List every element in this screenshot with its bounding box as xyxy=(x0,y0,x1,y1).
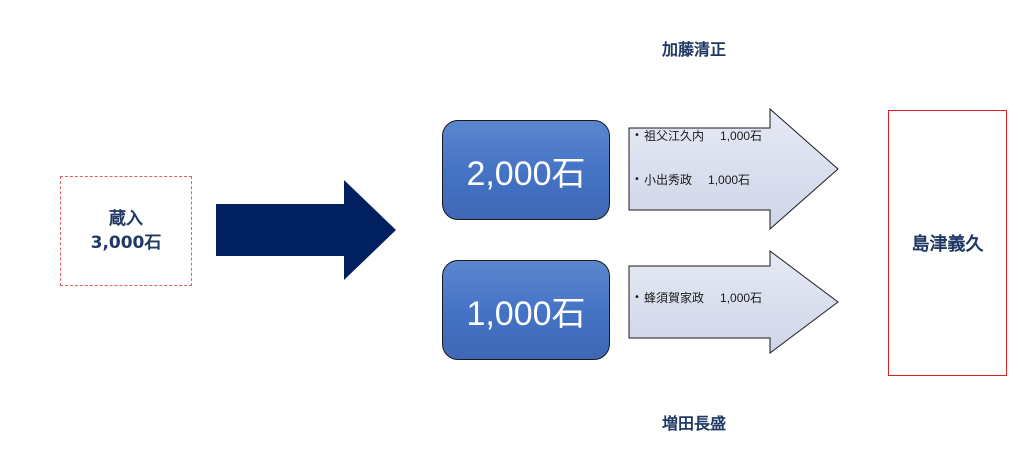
recipient-amount: 1,000石 xyxy=(720,128,763,143)
source-box-kurairi: 蔵入 3,000石 xyxy=(60,176,192,286)
target-box-shimazu: 島津義久 xyxy=(888,110,1007,376)
flow-arrow-lower-shape xyxy=(628,250,839,354)
list-item: • 祖父江久内 1,000石 xyxy=(634,126,762,144)
source-title: 蔵入 xyxy=(109,209,143,229)
recipient-list-upper: • 祖父江久内 1,000石 • 小出秀政 1,000石 xyxy=(634,126,762,188)
recipient-amount: 1,000石 xyxy=(708,172,751,187)
amount-box-2000: 2,000石 xyxy=(442,120,610,220)
target-name: 島津義久 xyxy=(911,234,984,255)
big-arrow-shape xyxy=(216,180,396,280)
amount-box-1000: 1,000石 xyxy=(442,260,610,360)
recipient-amount: 1,000石 xyxy=(720,290,763,305)
bullet-icon: • xyxy=(634,173,640,185)
label-kato-kiyomasa: 加藤清正 xyxy=(662,40,727,59)
recipient-name: 小出秀政 xyxy=(644,172,693,187)
recipient-name: 蜂須賀家政 xyxy=(644,290,705,305)
flow-arrow-upper-shape xyxy=(628,108,839,230)
flow-arrow-upper xyxy=(628,108,839,230)
flow-arrow-lower xyxy=(628,250,839,354)
label-masuda-nagamori: 増田長盛 xyxy=(662,414,727,433)
source-amount: 3,000石 xyxy=(90,233,162,253)
bullet-icon: • xyxy=(634,129,640,141)
big-arrow-right xyxy=(216,180,396,280)
recipient-list-lower: • 蜂須賀家政 1,000石 xyxy=(634,288,762,306)
bullet-icon: • xyxy=(634,291,640,303)
list-item: • 小出秀政 1,000石 xyxy=(634,170,762,188)
amount-box-2000-label: 2,000石 xyxy=(466,154,586,193)
recipient-name: 祖父江久内 xyxy=(644,128,705,143)
amount-box-1000-label: 1,000石 xyxy=(466,294,586,333)
list-item: • 蜂須賀家政 1,000石 xyxy=(634,288,762,306)
